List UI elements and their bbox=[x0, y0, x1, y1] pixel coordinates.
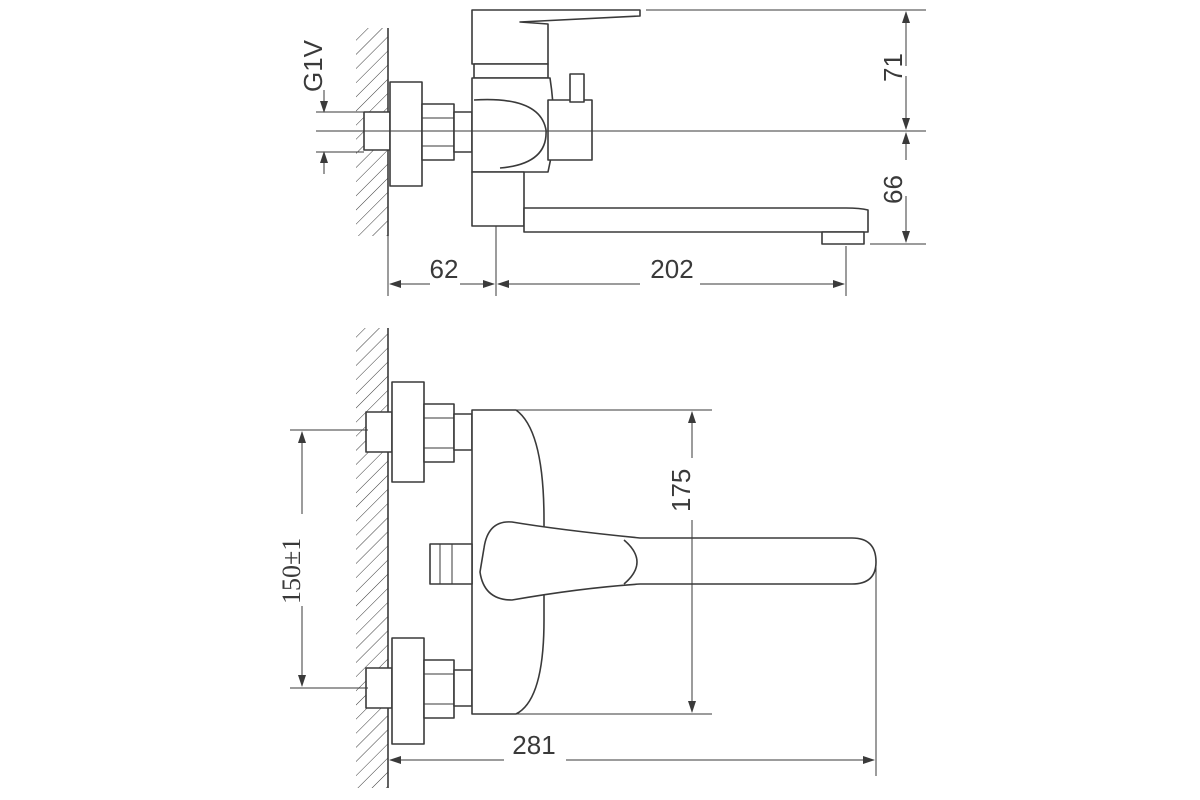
plan-view: 175 150±1 281 bbox=[277, 328, 877, 788]
dim-thread-label: G1V bbox=[298, 39, 328, 92]
dim-height-upper-label: 71 bbox=[878, 53, 908, 82]
spout-base bbox=[471, 171, 525, 227]
wall-hatch-lower bbox=[356, 328, 389, 788]
inlet-fitting-bottom bbox=[365, 637, 473, 745]
handle-spout-plan bbox=[479, 521, 877, 601]
diverter-plan bbox=[429, 543, 473, 585]
dim-thread: G1V bbox=[298, 39, 364, 174]
dim-body-height: 175 bbox=[472, 409, 712, 715]
dim-horizontal-upper: 62 202 bbox=[387, 226, 847, 296]
spout-side bbox=[523, 207, 869, 233]
diverter-knob bbox=[569, 73, 585, 103]
dim-total-length: 281 bbox=[389, 566, 877, 776]
dim-heights: 71 66 bbox=[646, 9, 926, 245]
dim-spout-reach-label: 202 bbox=[650, 254, 693, 284]
dim-height-lower-label: 66 bbox=[878, 175, 908, 204]
aerator bbox=[821, 231, 865, 245]
inlet-fitting-upper bbox=[363, 81, 473, 187]
body-cartridge bbox=[471, 77, 555, 173]
inlet-fitting-top bbox=[365, 381, 473, 483]
dim-body-height-label: 175 bbox=[666, 469, 696, 512]
dim-total-length-label: 281 bbox=[512, 730, 555, 760]
diverter bbox=[547, 99, 593, 161]
dim-inlet-spacing-label: 150±1 bbox=[277, 538, 306, 604]
side-view: G1V 71 66 62 202 bbox=[298, 9, 926, 296]
faucet-body-plan bbox=[429, 409, 877, 715]
handle-lever-side bbox=[471, 9, 641, 65]
dim-wall-offset-label: 62 bbox=[430, 254, 459, 284]
faucet-body-side bbox=[471, 9, 869, 245]
dim-inlet-spacing: 150±1 bbox=[277, 429, 368, 689]
